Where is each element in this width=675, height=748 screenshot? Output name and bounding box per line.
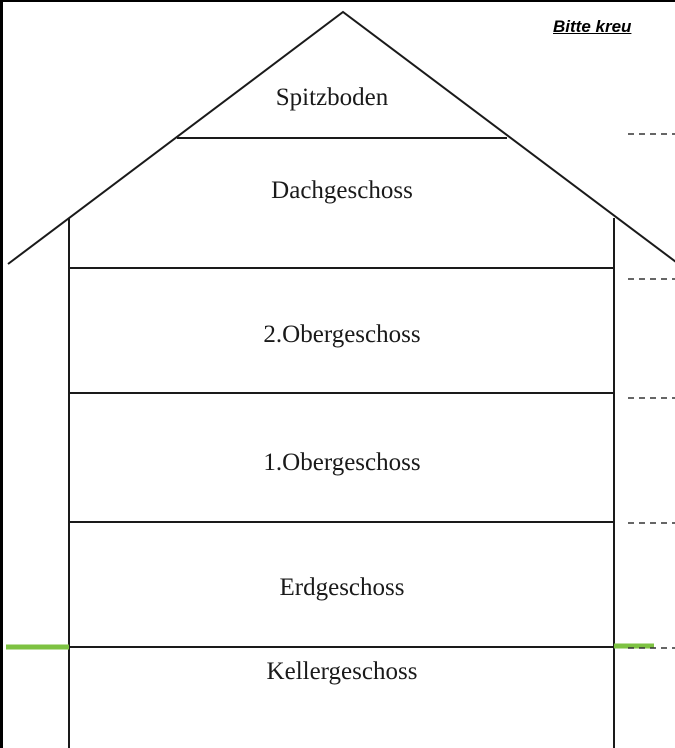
frame-border-left	[0, 0, 3, 748]
floor-label-erdgeschoss: Erdgeschoss	[280, 574, 405, 601]
floor-label-dachgeschoss: Dachgeschoss	[271, 177, 413, 204]
floor-label-2-obergeschoss: 2.Obergeschoss	[263, 321, 420, 348]
floor-label-1-obergeschoss: 1.Obergeschoss	[263, 449, 420, 476]
floor-label-kellergeschoss: Kellergeschoss	[267, 658, 418, 685]
frame-border-top	[0, 0, 675, 2]
instruction-text: Bitte kreu	[553, 17, 632, 36]
roof-outline	[7, 10, 675, 265]
floor-label-spitzboden: Spitzboden	[276, 84, 389, 111]
